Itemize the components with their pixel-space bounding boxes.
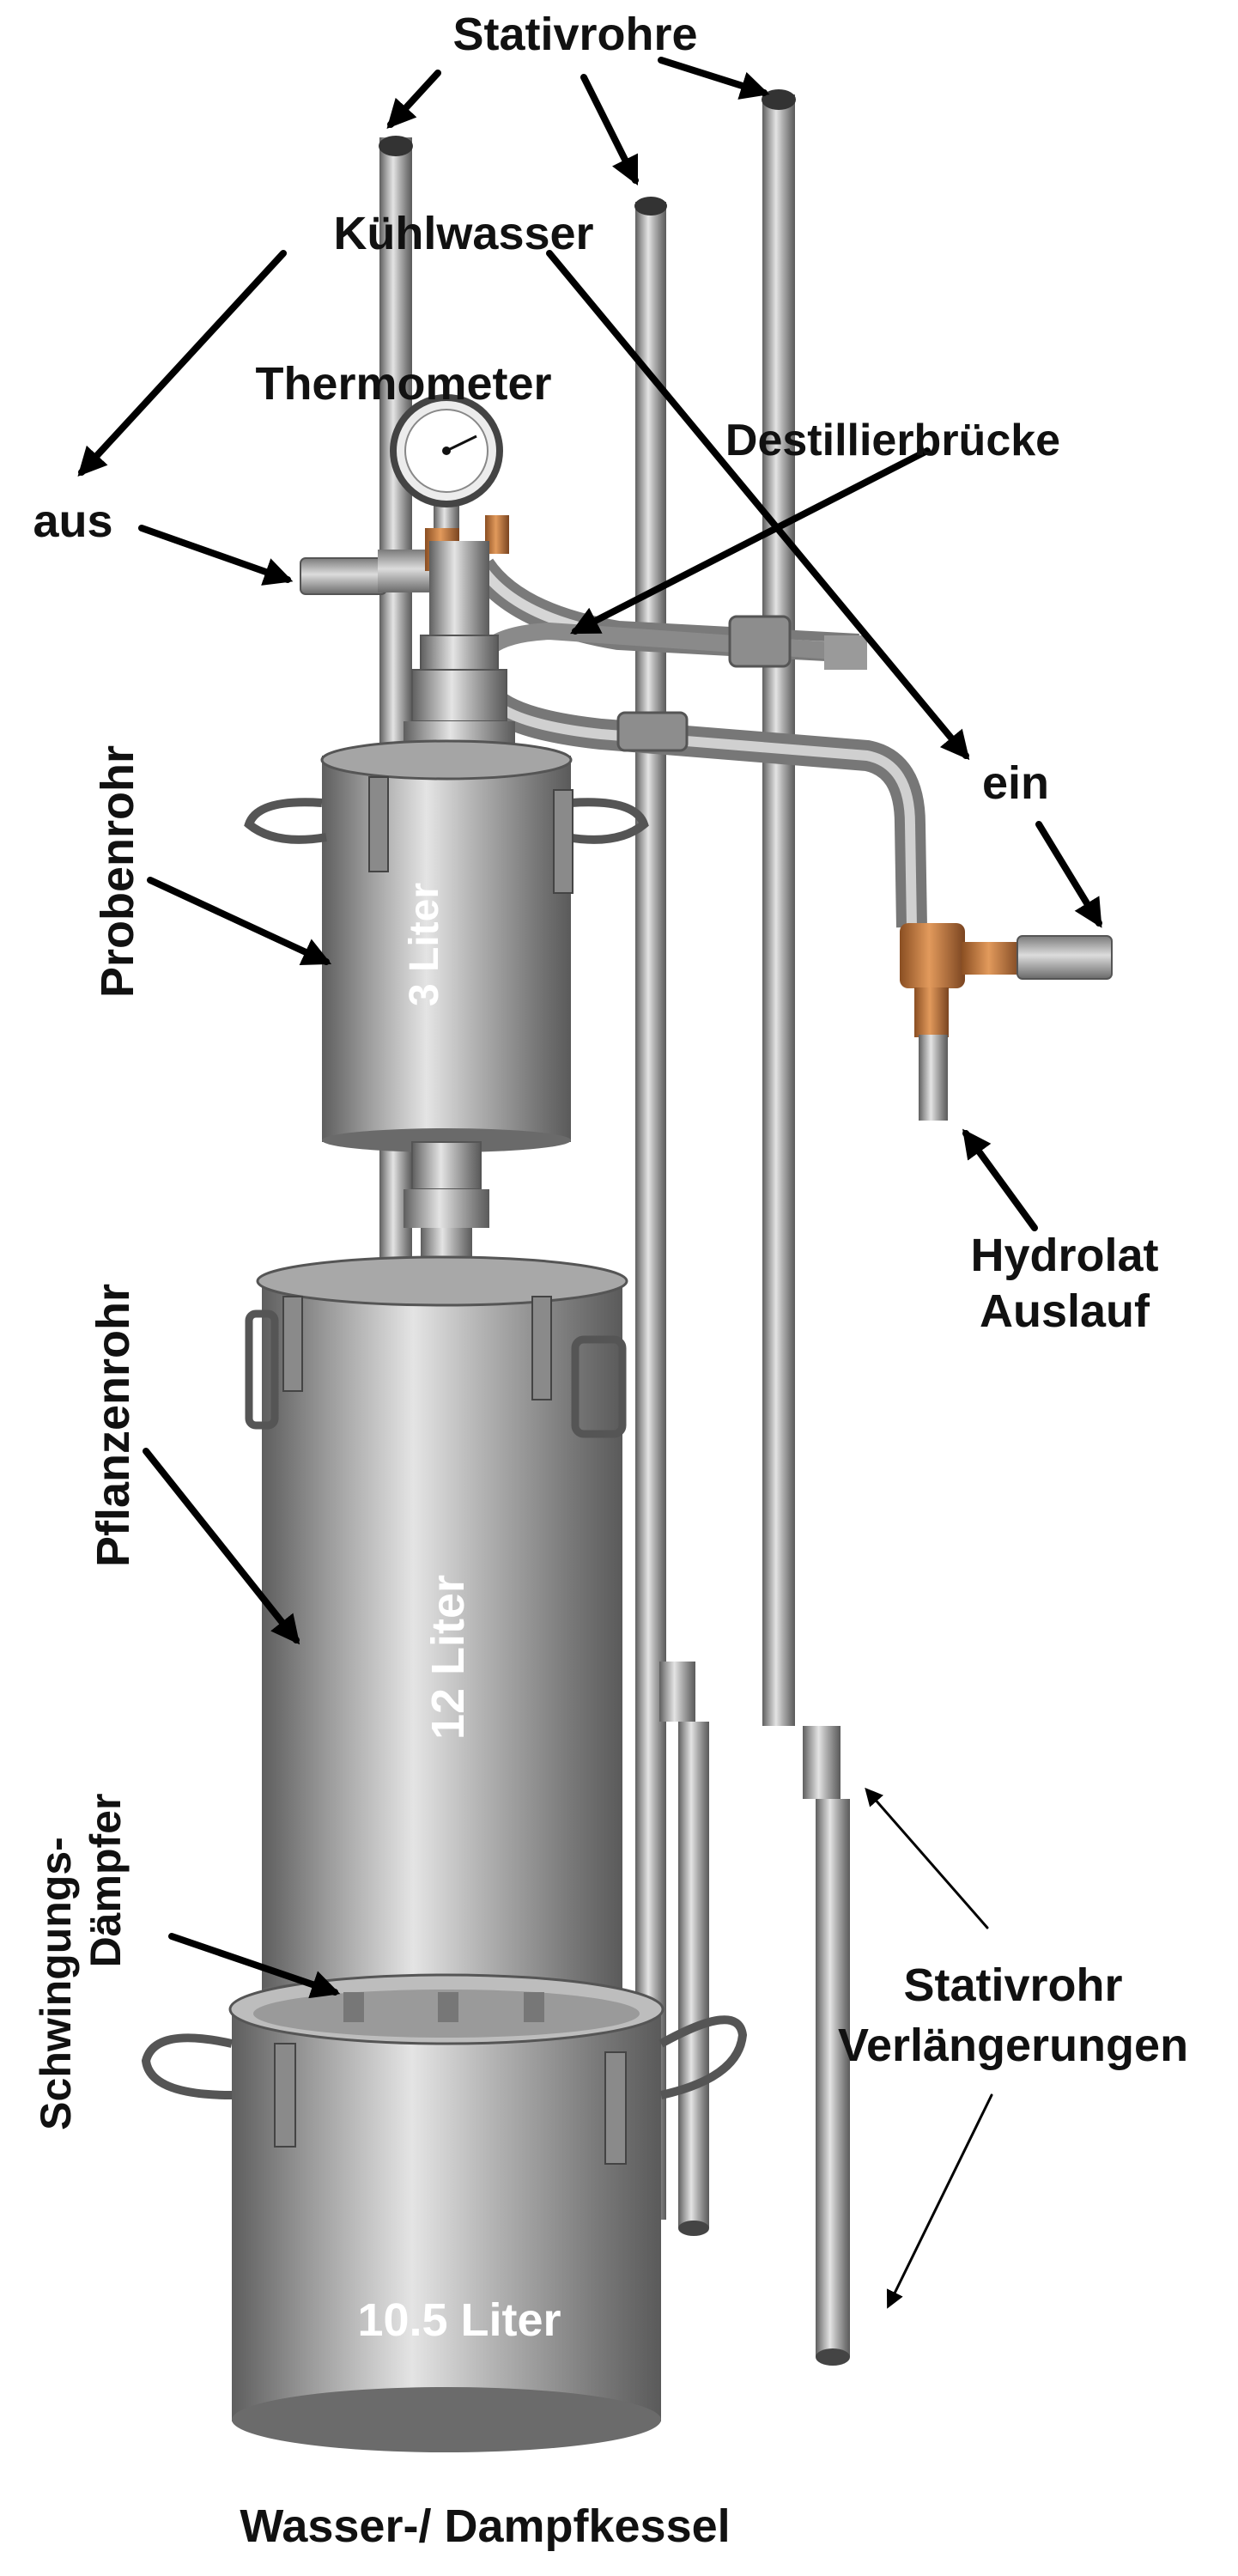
- arrow-stativrohre-middle: [580, 74, 639, 186]
- probenrohr-connector: [404, 1141, 489, 1262]
- label-stativrohr: Stativrohr: [903, 1959, 1122, 2011]
- label-pflanzenrohr: Pflanzenrohr: [88, 1284, 139, 1567]
- arrow-ein-fitting: [1035, 821, 1102, 928]
- volume-pflanzenrohr: 12 Liter: [422, 1575, 474, 1740]
- arrow-stativrohre-left: [386, 70, 441, 129]
- arrow-verlaengerung-lower: [886, 2093, 993, 2309]
- arrow-pflanzenrohr: [143, 1448, 300, 1645]
- arrow-hydrolat-auslauf: [962, 1128, 1038, 1231]
- label-stativrohre: Stativrohre: [452, 9, 697, 60]
- stand-pole-right: [762, 89, 850, 2366]
- label-kuehlwasser: Kühlwasser: [333, 208, 593, 259]
- arrow-aus-fitting: [138, 525, 294, 586]
- arrow-verlaengerung-upper: [865, 1787, 989, 1929]
- thermometer-gauge: [390, 394, 503, 541]
- annotation-arrows: [77, 57, 1102, 2309]
- arrow-kuehlwasser-aus: [77, 250, 287, 477]
- label-daempfer: Dämpfer: [82, 1794, 130, 1968]
- label-auslauf: Auslauf: [980, 1285, 1150, 1337]
- schwingungs-daempfer-feet: [343, 1992, 544, 2022]
- volume-probenrohr: 3 Liter: [402, 883, 447, 1006]
- label-hydrolat: Hydrolat: [970, 1230, 1158, 1281]
- label-aus: aus: [33, 495, 112, 547]
- arrow-destillierbruecke: [570, 447, 931, 635]
- label-kessel: Wasser-/ Dampfkessel: [240, 2500, 730, 2552]
- arrow-probenrohr: [147, 877, 332, 965]
- copper-tee-outlet: [900, 923, 1113, 1121]
- probenrohr-vessel: [244, 739, 649, 1152]
- arrow-schwingungsdaempfer: [168, 1933, 341, 1999]
- label-ein: ein: [982, 757, 1049, 809]
- arrow-kuehlwasser-ein: [546, 250, 970, 761]
- label-schwingungs: Schwingungs-: [32, 1837, 80, 2130]
- label-destillierbruecke: Destillierbrücke: [725, 416, 1060, 465]
- stand-pole-middle: [634, 197, 709, 2236]
- label-verlaengerungen: Verlängerungen: [838, 2020, 1188, 2071]
- label-thermometer: Thermometer: [255, 358, 551, 410]
- volume-kessel: 10.5 Liter: [357, 2294, 561, 2346]
- label-probenrohr: Probenrohr: [92, 745, 143, 998]
- arrow-stativrohre-right: [658, 57, 770, 100]
- wasser-dampfkessel-vessel: [141, 1973, 748, 2452]
